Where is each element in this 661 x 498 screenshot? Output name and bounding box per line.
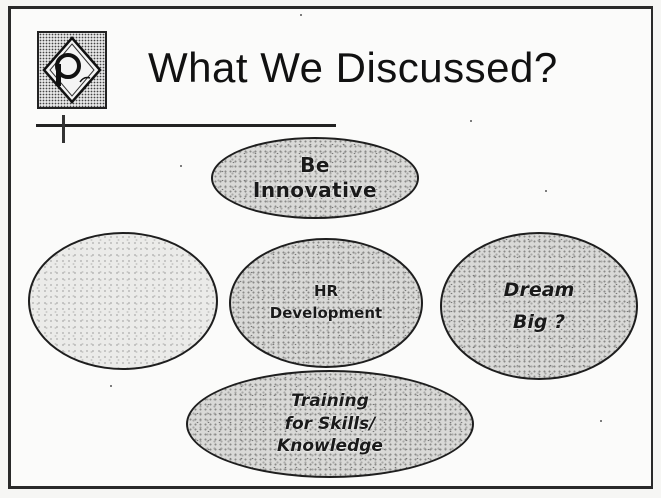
scan-speck (600, 420, 602, 422)
topic-label-line: Training (291, 390, 369, 411)
topic-label-line: HR (313, 282, 339, 301)
topic-label-line: Dream (503, 278, 575, 301)
topic-label-line: Development (269, 304, 383, 322)
scan-speck (110, 385, 112, 387)
scan-speck (545, 190, 547, 192)
company-logo-icon (36, 30, 108, 110)
topic-label: Training for Skills/ Knowledge (277, 390, 383, 459)
topic-blank (28, 232, 218, 370)
topic-be-innovative: Be Innovative (211, 137, 419, 219)
slide-title: What We Discussed? (148, 44, 558, 91)
topic-label-line: Big ? (512, 311, 566, 333)
scan-speck (470, 120, 472, 122)
topic-hr-development: HR Development (229, 238, 423, 368)
topic-label: Dream Big ? (504, 274, 575, 339)
scan-speck (300, 14, 302, 16)
topic-label: HR Development (270, 281, 382, 325)
title-divider (36, 124, 336, 127)
topic-label-line: Knowledge (277, 436, 383, 457)
topic-training: Training for Skills/ Knowledge (186, 370, 474, 478)
divider-tick (62, 115, 65, 143)
topic-label-line: Innovative (252, 178, 378, 202)
topic-label-line: for Skills/ (284, 413, 376, 434)
topic-label-line: Be (300, 153, 330, 177)
scan-speck (180, 165, 182, 167)
topic-label: Be Innovative (253, 153, 377, 203)
topic-dream-big: Dream Big ? (440, 232, 638, 380)
